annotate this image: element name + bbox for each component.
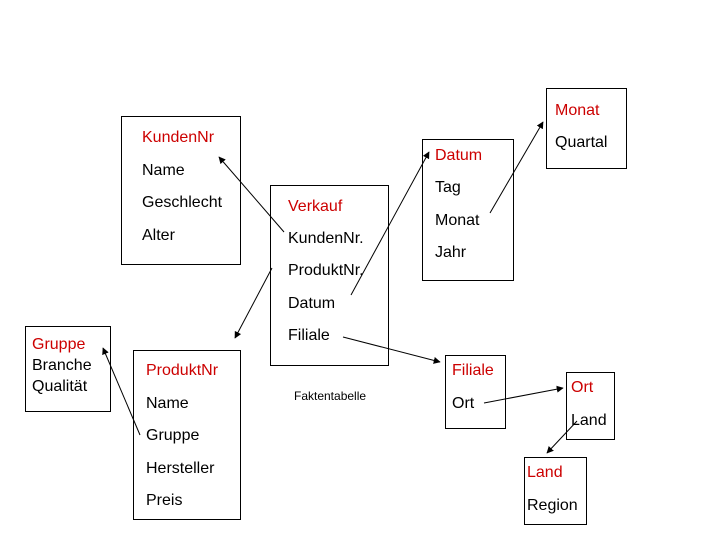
datum-attr-jahr: Jahr xyxy=(435,244,467,261)
land-key: Land xyxy=(527,464,563,481)
verkauf-attr-produktnr: ProduktNr. xyxy=(288,262,364,279)
verkauf-attr-kundennr: KundenNr. xyxy=(288,230,364,247)
arrow-ort-to-ort-table xyxy=(483,385,564,404)
arrow-monat-to-monat-table xyxy=(489,121,544,214)
monat-table xyxy=(546,88,627,169)
produkt-key: ProduktNr xyxy=(146,362,219,379)
arrow-gruppe-to-gruppe-table xyxy=(102,347,141,436)
ort-key: Ort xyxy=(571,379,594,396)
kunden-attr-name: Name xyxy=(142,162,185,179)
gruppe-attr-qualitaet: Qualität xyxy=(32,378,88,395)
filiale-table xyxy=(445,355,506,429)
monat-key: Monat xyxy=(555,102,600,119)
filiale-key: Filiale xyxy=(452,362,494,379)
verkauf-key: Verkauf xyxy=(288,198,343,215)
gruppe-attr-branche: Branche xyxy=(32,357,92,374)
produkt-attr-gruppe: Gruppe xyxy=(146,427,200,444)
kunden-key: KundenNr xyxy=(142,129,215,146)
datum-attr-monat: Monat xyxy=(435,212,480,229)
verkauf-attr-filiale: Filiale xyxy=(288,327,330,344)
monat-attr-quartal: Quartal xyxy=(555,134,608,151)
arrow-filiale-to-filiale-table xyxy=(342,336,441,364)
produkt-attr-name: Name xyxy=(146,395,189,412)
verkauf-attr-datum: Datum xyxy=(288,295,336,312)
arrow-land-to-land-table xyxy=(546,420,578,454)
datum-table xyxy=(422,139,514,281)
produkt-attr-preis: Preis xyxy=(146,492,183,509)
ort-attr-land: Land xyxy=(571,412,607,429)
gruppe-table xyxy=(25,326,111,412)
verkauf-table xyxy=(270,185,389,366)
arrow-datum-to-datum-table xyxy=(350,151,430,296)
arrow-kundennr-to-kunden xyxy=(218,156,285,233)
kunden-attr-alter: Alter xyxy=(142,227,175,244)
land-attr-region: Region xyxy=(527,497,578,514)
datum-key: Datum xyxy=(435,147,483,164)
filiale-attr-ort: Ort xyxy=(452,395,475,412)
kunden-table xyxy=(121,116,241,265)
arrow-produktnr-to-produkt xyxy=(234,267,273,339)
land-table xyxy=(524,457,587,525)
kunden-attr-geschlecht: Geschlecht xyxy=(142,194,223,211)
ort-table xyxy=(566,372,615,440)
produkt-attr-hersteller: Hersteller xyxy=(146,460,215,477)
datum-attr-tag: Tag xyxy=(435,179,461,196)
fact-table-caption: Faktentabelle xyxy=(294,389,367,403)
produkt-table xyxy=(133,350,241,520)
gruppe-key: Gruppe xyxy=(32,336,86,353)
